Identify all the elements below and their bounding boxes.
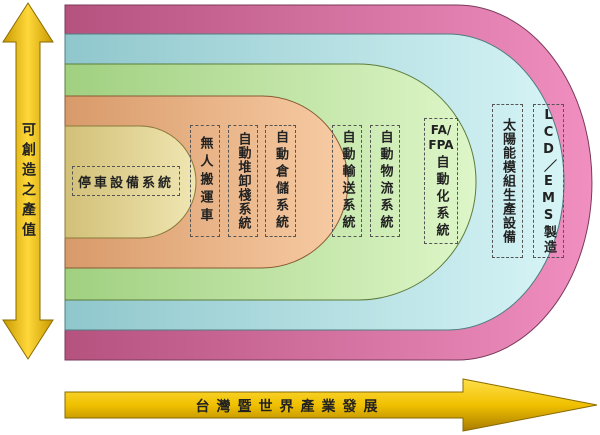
fa-label: FA/: [430, 123, 452, 137]
value-axis-label: 可創造之產值: [20, 122, 36, 242]
palletizing-system-box: 自動堆卸棧系統: [228, 125, 258, 237]
solar-module-equipment-box: 太陽能模組生產設備: [492, 104, 523, 258]
parking-system-label: 停車設備系統: [72, 166, 180, 196]
fa-fpa-system-box: FA/ FPA 自動化系統: [424, 118, 458, 244]
horizontal-arrow: [64, 378, 598, 432]
warehouse-system-box: 自動倉儲系統: [265, 125, 296, 237]
fpa-label: FPA: [428, 138, 454, 152]
agv-box: 無人搬運車: [190, 125, 220, 237]
vertical-double-arrow: [2, 2, 54, 360]
conveyor-system-box: 自動輸送系統: [332, 125, 362, 237]
industry-development-label: 台灣暨世界產業發展: [195, 399, 385, 415]
automation-system-label: 自動化系統: [433, 155, 449, 240]
layer-5: [64, 125, 197, 239]
lcd-ems-manufacturing-box: LCD／EMS製造: [533, 104, 564, 258]
logistics-system-box: 自動物流系統: [370, 125, 400, 237]
